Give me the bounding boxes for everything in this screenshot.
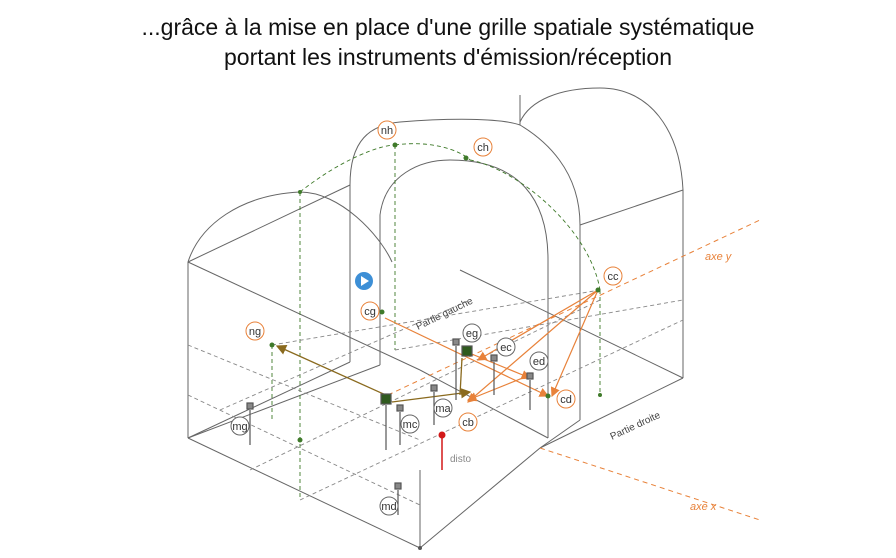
label-cd: cd	[560, 394, 572, 406]
label-mc: mc	[403, 419, 418, 431]
outer-arch	[349, 118, 581, 420]
inner-arch	[379, 159, 549, 438]
label-ng: ng	[249, 326, 261, 338]
label-ed: ed	[533, 356, 545, 368]
label-md: md	[381, 501, 396, 513]
play-icon[interactable]	[355, 272, 373, 290]
disto-label: disto	[450, 454, 472, 465]
disto-device: disto	[438, 431, 472, 470]
left-vault	[187, 191, 393, 263]
axis-x-line	[539, 447, 761, 521]
part-right-label: Partie droite	[609, 410, 663, 443]
source-box-1	[380, 393, 392, 405]
label-ec: ec	[500, 342, 512, 354]
grid-labels: nh ch cc cg ng cd cb	[245, 120, 623, 432]
axis-y-label: axe y	[705, 251, 733, 263]
instrument-labels: eg ec ed ma mc mg md	[230, 323, 549, 516]
title-line-1: ...grâce à la mise en place d'une grille…	[141, 14, 755, 40]
label-cg: cg	[364, 306, 376, 318]
instruments	[246, 338, 534, 515]
label-ma: ma	[435, 403, 451, 415]
measure-arrows	[275, 344, 472, 403]
label-mg: mg	[232, 421, 247, 433]
right-vault	[519, 87, 684, 191]
title-line-2: portant les instruments d'émission/récep…	[224, 44, 672, 70]
structure	[187, 87, 684, 549]
label-eg: eg	[466, 328, 478, 340]
label-cb: cb	[462, 417, 474, 429]
grid-nodes	[269, 142, 602, 550]
axis-y-line	[387, 219, 761, 396]
label-cc: cc	[608, 271, 620, 283]
axes: axe y axe x Partie gauche Partie droite	[387, 219, 761, 521]
axis-x-label: axe x	[690, 501, 717, 513]
label-nh: nh	[381, 125, 393, 137]
source-box-2	[461, 345, 473, 357]
label-ch: ch	[477, 142, 489, 154]
